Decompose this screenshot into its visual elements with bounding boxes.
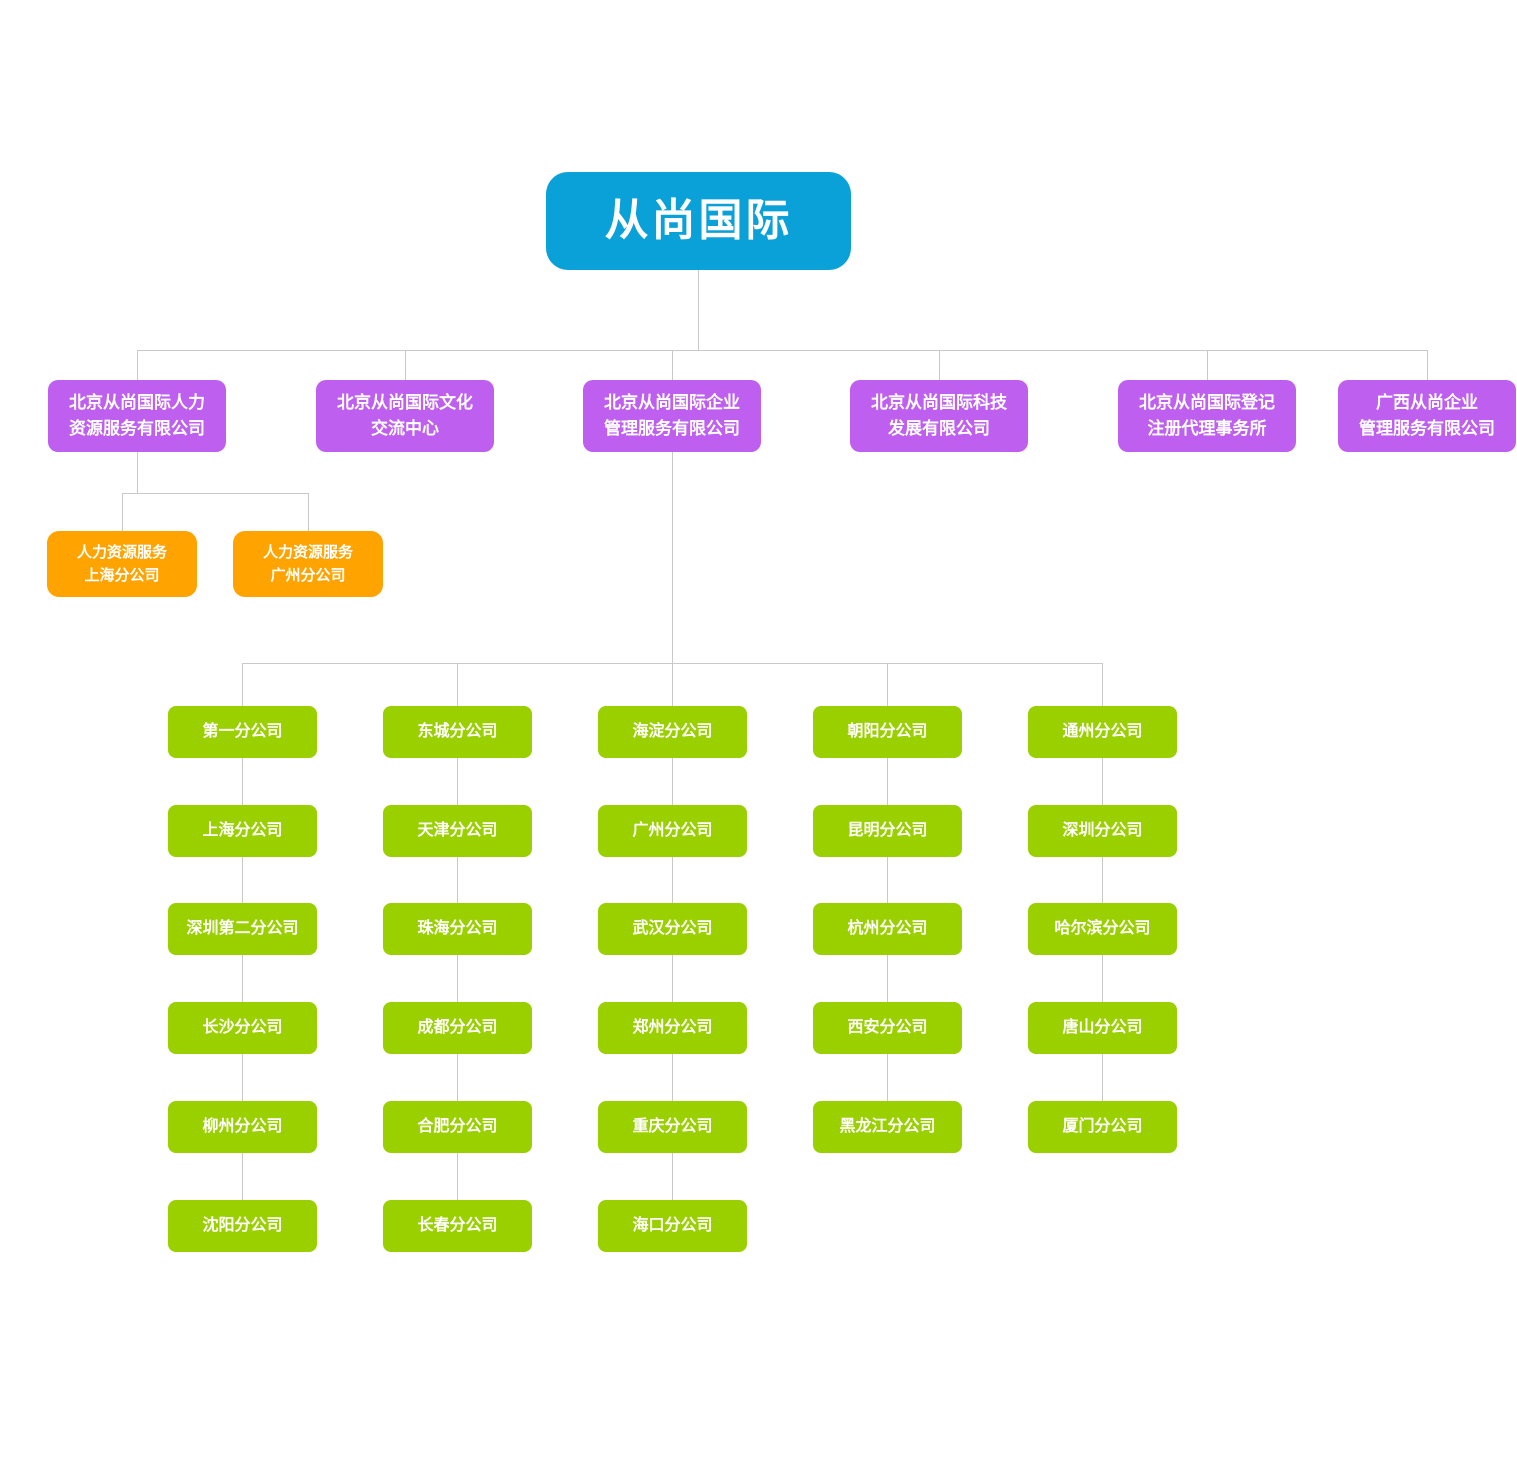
connector-line: [405, 350, 406, 380]
org-node-city-branch: 天津分公司: [383, 805, 532, 857]
org-node-city-branch: 东城分公司: [383, 706, 532, 758]
org-node-city-branch: 海口分公司: [598, 1200, 747, 1252]
org-node-city-branch: 长沙分公司: [168, 1002, 317, 1054]
org-node-city-branch: 黑龙江分公司: [813, 1101, 962, 1153]
connector-line: [887, 857, 888, 903]
connector-line: [939, 350, 940, 380]
connector-line: [887, 955, 888, 1002]
connector-line: [672, 350, 673, 380]
connector-line: [242, 857, 243, 903]
connector-line: [242, 758, 243, 805]
org-node-city-branch: 武汉分公司: [598, 903, 747, 955]
connector-line: [457, 758, 458, 805]
connector-line: [137, 452, 138, 493]
connector-line: [242, 663, 243, 706]
connector-line: [672, 452, 673, 663]
connector-line: [242, 1153, 243, 1200]
connector-line: [672, 1054, 673, 1101]
org-node-city-branch: 通州分公司: [1028, 706, 1177, 758]
org-node-city-branch: 深圳第二分公司: [168, 903, 317, 955]
org-node-city-branch: 海淀分公司: [598, 706, 747, 758]
connector-line: [672, 857, 673, 903]
connector-line: [457, 663, 458, 706]
org-node-city-branch: 上海分公司: [168, 805, 317, 857]
connector-line: [887, 1054, 888, 1101]
connector-line: [1102, 955, 1103, 1002]
org-node-hr-branch: 人力资源服务 广州分公司: [233, 531, 383, 597]
connector-line: [457, 955, 458, 1002]
org-node-city-branch: 沈阳分公司: [168, 1200, 317, 1252]
connector-line: [672, 758, 673, 805]
connector-line: [457, 1153, 458, 1200]
org-node-city-branch: 唐山分公司: [1028, 1002, 1177, 1054]
org-node-subsidiary: 广西从尚企业 管理服务有限公司: [1338, 380, 1516, 452]
org-node-city-branch: 杭州分公司: [813, 903, 962, 955]
org-node-city-branch: 成都分公司: [383, 1002, 532, 1054]
connector-line: [457, 857, 458, 903]
org-node-subsidiary: 北京从尚国际人力 资源服务有限公司: [48, 380, 226, 452]
connector-line: [308, 493, 309, 531]
org-node-city-branch: 长春分公司: [383, 1200, 532, 1252]
connector-line: [457, 1054, 458, 1101]
org-node-subsidiary: 北京从尚国际企业 管理服务有限公司: [583, 380, 761, 452]
connector-line: [122, 493, 309, 494]
connector-line: [137, 350, 1428, 351]
connector-line: [1427, 350, 1428, 380]
org-node-subsidiary: 北京从尚国际科技 发展有限公司: [850, 380, 1028, 452]
connector-line: [1102, 758, 1103, 805]
org-node-subsidiary: 北京从尚国际登记 注册代理事务所: [1118, 380, 1296, 452]
org-node-city-branch: 广州分公司: [598, 805, 747, 857]
connector-line: [672, 955, 673, 1002]
org-node-city-branch: 第一分公司: [168, 706, 317, 758]
connector-line: [242, 1054, 243, 1101]
connector-line: [887, 758, 888, 805]
org-node-city-branch: 厦门分公司: [1028, 1101, 1177, 1153]
org-node-city-branch: 柳州分公司: [168, 1101, 317, 1153]
org-node-subsidiary: 北京从尚国际文化 交流中心: [316, 380, 494, 452]
org-node-city-branch: 西安分公司: [813, 1002, 962, 1054]
org-node-city-branch: 郑州分公司: [598, 1002, 747, 1054]
org-node-city-branch: 合肥分公司: [383, 1101, 532, 1153]
connector-line: [137, 350, 138, 380]
org-node-hr-branch: 人力资源服务 上海分公司: [47, 531, 197, 597]
connector-line: [1102, 857, 1103, 903]
connector-line: [672, 663, 673, 706]
connector-line: [1207, 350, 1208, 380]
connector-line: [122, 493, 123, 531]
org-node-city-branch: 重庆分公司: [598, 1101, 747, 1153]
connector-line: [1102, 663, 1103, 706]
connector-line: [698, 270, 699, 350]
org-node-city-branch: 珠海分公司: [383, 903, 532, 955]
org-node-city-branch: 哈尔滨分公司: [1028, 903, 1177, 955]
org-node-root: 从尚国际: [546, 172, 851, 270]
connector-line: [887, 663, 888, 706]
connector-line: [1102, 1054, 1103, 1101]
connector-line: [242, 955, 243, 1002]
org-node-city-branch: 昆明分公司: [813, 805, 962, 857]
org-node-city-branch: 朝阳分公司: [813, 706, 962, 758]
org-node-city-branch: 深圳分公司: [1028, 805, 1177, 857]
connector-line: [672, 1153, 673, 1200]
